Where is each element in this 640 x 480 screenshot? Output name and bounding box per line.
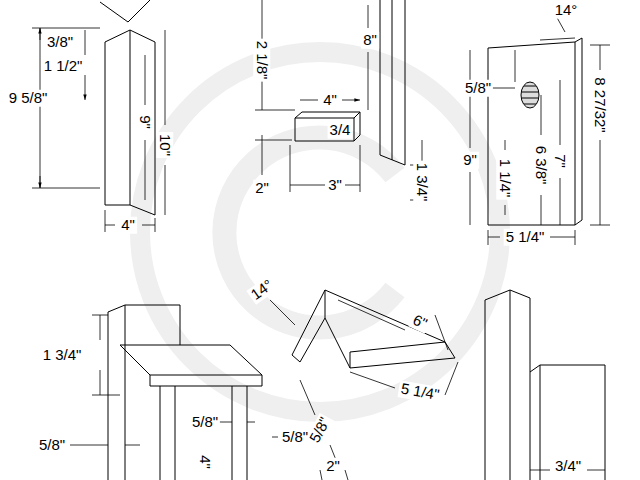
dimension-label: 2" bbox=[324, 458, 342, 475]
dimension-label: 5/8" bbox=[37, 437, 67, 454]
dimension-label: 10" bbox=[157, 132, 174, 158]
dimension-label: 6" bbox=[409, 311, 432, 333]
dimension-label: 3" bbox=[326, 177, 344, 194]
dimension-label: 4" bbox=[119, 217, 137, 234]
dimension-label: 1 1/2" bbox=[42, 58, 85, 75]
dimension-label: 14° bbox=[553, 2, 580, 19]
dimension-label: 3/4" bbox=[553, 458, 583, 475]
dimension-label: 4" bbox=[197, 453, 214, 471]
part-outlines bbox=[100, 0, 605, 480]
dimension-label: 1 3/4" bbox=[41, 347, 84, 364]
dimension-label: 1 3/4" bbox=[414, 161, 431, 204]
dimension-label: 3/4 bbox=[328, 122, 353, 139]
dimension-label: 2" bbox=[253, 180, 271, 197]
dimension-label: 9" bbox=[461, 152, 479, 169]
dimension-label: 9 5/8" bbox=[7, 90, 50, 107]
watermark bbox=[140, 52, 500, 412]
dimension-label: 7" bbox=[552, 152, 569, 170]
dimension-label: 5/8" bbox=[463, 80, 493, 97]
dimension-label: 5 1/4" bbox=[504, 229, 547, 246]
dimension-label: 1 1/4" bbox=[497, 157, 514, 200]
dimension-label: 3/8" bbox=[45, 34, 75, 51]
dimension-label: 4" bbox=[321, 92, 339, 109]
dimension-label: 6 3/8" bbox=[533, 144, 550, 187]
dimension-label: 9" bbox=[137, 113, 154, 131]
dimension-label: 5/8" bbox=[190, 414, 220, 431]
dimension-lines bbox=[32, 0, 610, 480]
dimension-label: 2 1/8" bbox=[254, 39, 271, 82]
dimension-label: 8 27/32" bbox=[592, 75, 609, 134]
dimension-label: 8" bbox=[361, 32, 379, 49]
